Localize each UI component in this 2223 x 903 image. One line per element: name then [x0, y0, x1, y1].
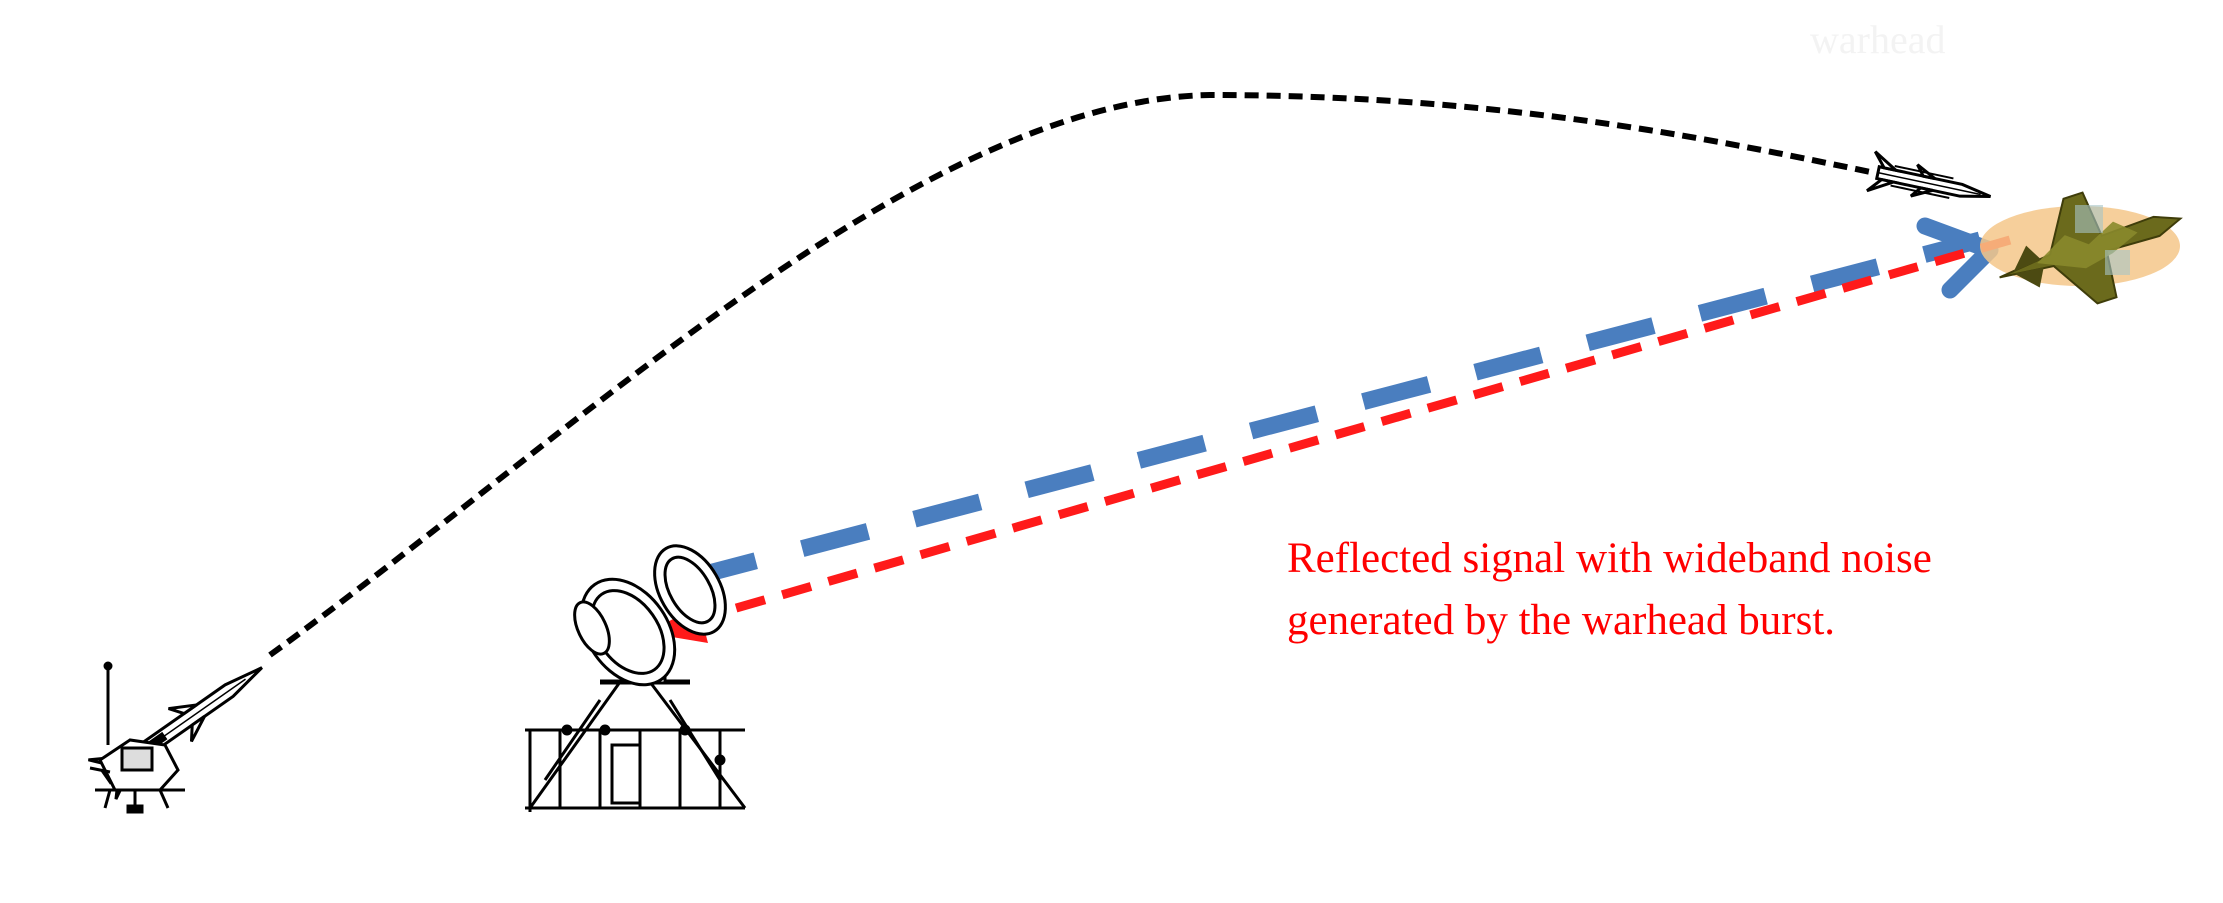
reflected-signal-annotation: Reflected signal with wideband noise gen… — [1287, 528, 2047, 652]
burst-fragment — [2105, 250, 2130, 275]
transmitted-signal — [687, 217, 1999, 587]
missile-launcher-icon — [88, 661, 263, 814]
aircraft-target-icon — [1999, 191, 2183, 305]
missile-trajectory — [268, 91, 1901, 658]
radar-station-icon — [525, 544, 747, 812]
annotation-line-1: Reflected signal with wideband noise — [1287, 535, 1932, 582]
burst-fragment — [2075, 205, 2103, 233]
warhead-label: warhead — [1810, 17, 1946, 62]
missile-icon — [1866, 150, 1992, 199]
annotation-line-2: generated by the warhead burst. — [1287, 597, 1836, 644]
